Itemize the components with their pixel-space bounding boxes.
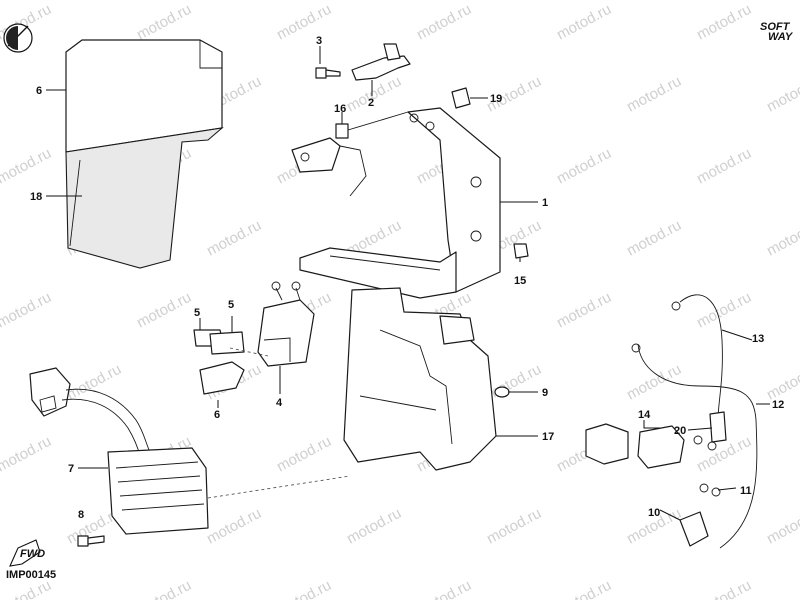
part-2-clip (351, 43, 411, 81)
callout-4: 4 (276, 397, 283, 409)
callout-19: 18 (30, 191, 42, 203)
watermark-text: motod.ru (344, 73, 404, 116)
part-7-cover (65, 39, 224, 269)
diagram-code: IMP00145 (6, 569, 56, 581)
watermark-text: motod.ru (134, 1, 194, 44)
watermark-text: motod.ru (694, 577, 754, 600)
watermark-text: motod.ru (0, 145, 54, 188)
part-3-bolt (315, 67, 341, 79)
watermark-text: motod.ru (764, 73, 800, 116)
callout-18: 17 (542, 431, 554, 443)
callout-20: 19 (490, 93, 502, 105)
watermark-text: motod.ru (134, 577, 194, 600)
callout-9: 8 (78, 509, 84, 521)
watermark-text: motod.ru (64, 361, 124, 404)
watermark-text: motod.ru (274, 433, 334, 476)
watermark-text: motod.ru (554, 1, 614, 44)
part-8-regulator (29, 367, 209, 535)
fwd-label: FWD (20, 548, 45, 560)
watermark-text: motod.ru (624, 361, 684, 404)
callout-15: 14 (638, 409, 651, 421)
watermark-text: motod.ru (484, 361, 544, 404)
callout-13: 12 (772, 399, 784, 411)
part-1-bracket (291, 107, 501, 299)
callout-5a: 5 (194, 307, 200, 319)
watermark-text: motod.ru (694, 145, 754, 188)
part-4-relay-holder (257, 281, 315, 367)
watermark-text: motod.ru (414, 577, 474, 600)
watermark-text: motod.ru (694, 289, 754, 332)
fwd-arrow-icon: FWD (9, 539, 45, 567)
callout-1: 1 (542, 197, 548, 209)
watermark-text: motod.ru (484, 505, 544, 548)
watermark-text: motod.ru (554, 577, 614, 600)
watermark-text: motod.ru (764, 361, 800, 404)
watermark-text: motod.ru (134, 289, 194, 332)
leader-lines (46, 46, 770, 521)
watermark-text: motod.ru (624, 217, 684, 260)
watermark-text: motod.ru (204, 505, 264, 548)
brand-line2: WAY (768, 31, 794, 43)
part-18-holder (343, 287, 497, 471)
callout-7: 6 (36, 85, 42, 97)
part-14-cable (631, 294, 758, 549)
alignment-line (207, 475, 351, 499)
watermark-text: motod.ru (274, 577, 334, 600)
part-11-cap (679, 511, 709, 547)
watermark-text: motod.ru (764, 505, 800, 548)
callout-3: 3 (316, 35, 322, 47)
part-9-bolt (77, 535, 105, 547)
watermark-text: motod.ru (554, 289, 614, 332)
watermark-text: motod.ru (274, 1, 334, 44)
callout-21: 20 (674, 425, 686, 437)
callout-12: 11 (740, 485, 752, 497)
watermark-text: motod.ru (764, 217, 800, 260)
watermark-text: motod.ru (414, 1, 474, 44)
watermark-text: motod.ru (0, 289, 54, 332)
part-12-washers (693, 435, 721, 497)
part-21-terminal (709, 411, 727, 443)
watermark-text: motod.ru (204, 217, 264, 260)
watermark-text: motod.ru (344, 505, 404, 548)
callout-14: 13 (752, 333, 764, 345)
part-15-fuse-holder (585, 423, 685, 469)
callout-11: 10 (648, 507, 660, 519)
watermark-text: motod.ru (0, 433, 54, 476)
part-5-relay-b (209, 331, 245, 355)
callout-10: 9 (542, 387, 548, 399)
part-17-spacer (335, 111, 409, 139)
callout-6: 6 (214, 409, 220, 421)
part-16-grommet (513, 243, 529, 259)
callout-16: 15 (514, 275, 526, 287)
callout-8: 7 (68, 463, 74, 475)
watermark-text: motod.ru (694, 1, 754, 44)
watermark-text: motod.ru (554, 145, 614, 188)
callout-2: 2 (368, 97, 374, 109)
callout-5b: 5 (228, 299, 234, 311)
part-6-connector (199, 361, 245, 395)
callout-17: 16 (334, 103, 346, 115)
brand-logo-icon (3, 23, 33, 53)
watermark-text: motod.ru (624, 73, 684, 116)
part-20-nut (451, 87, 471, 109)
part-10-grommet (494, 386, 510, 398)
brand-line1: SOFT (760, 21, 791, 33)
alignment-line (229, 347, 269, 357)
